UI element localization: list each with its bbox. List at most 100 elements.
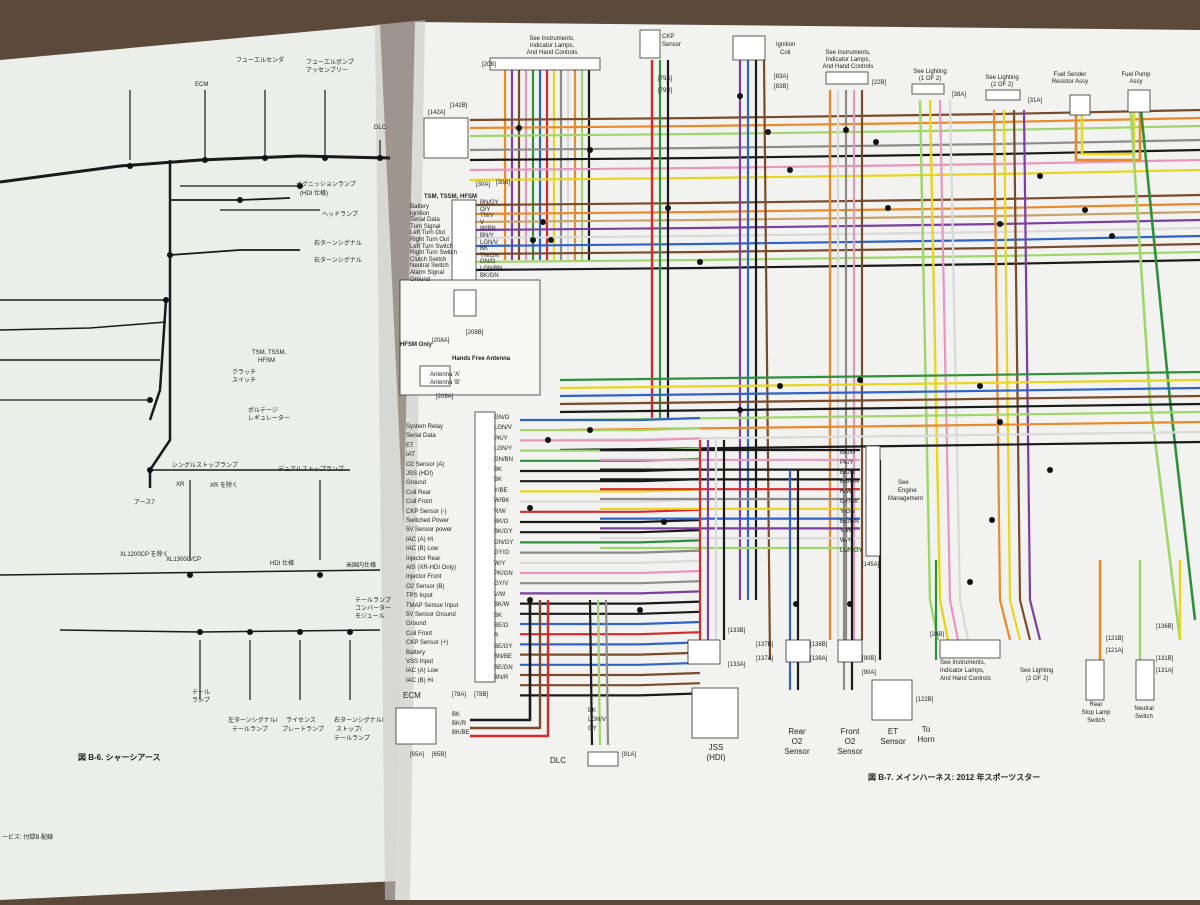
wire-79 [559,370,1200,382]
ecm-pin-label-2: Serial Data [406,433,436,440]
connector-31a-box [985,89,1021,101]
ecm-pin-label-24: CKP Sensor (+) [406,640,449,647]
label-voltage-reg-2: レギュレーター [248,416,290,422]
connector-138a: [138A] [810,656,828,662]
ecm-pin-label-15: Injector Rear [406,555,441,562]
tsm-wire-code-10: GN/O [480,259,496,266]
ckp-sensor-box [639,29,661,59]
label-tail-conv-2: コンバーター [355,606,392,612]
connector-138b: [138B] [810,642,828,648]
label-rear-o2-3: Sensor [784,747,810,756]
label-dlc-right: DLC [550,756,567,765]
wire-109 [520,631,701,636]
ecm-wire-code-11: BK/O [494,519,509,525]
label-instruments-top-1: See Instruments, [529,36,575,42]
label-lighting-1-2: (1 OF 2) [918,76,942,82]
splice-dot-24 [737,407,743,413]
connector-131a: [131A] [1156,668,1174,674]
splice-dot-6 [665,205,671,211]
label-tail-lamp-2: ランプ [192,698,210,704]
label-ignition-coil-1: Ignition [776,42,796,48]
splice-dot-50 [377,155,383,161]
label-clutch-1: クラッチ [232,370,257,376]
splice-dot-15 [1082,207,1088,213]
ecm-pin-label-10: CKP Sensor (-) [406,508,447,515]
fuel-sender-box [1069,94,1091,116]
label-tsm: TSM, TSSM, [252,350,287,356]
antenna-box [419,365,451,387]
ecm-side-wire-code-3: BK/BE [452,730,470,736]
wire-41 [469,124,1200,138]
ecm-wire-code-18: V/W [494,591,506,598]
label-ignition-coil-2: Coil [780,50,791,56]
label-rear-stop-1: Rear [1089,702,1103,708]
label-fuel-pump-left-2: アッセンブリー [306,68,348,74]
tsm-pin-label-9: Clutch Switch [410,256,447,263]
wire-54 [469,258,1200,272]
connector-136b: [136B] [1156,624,1174,630]
et-sensor-box [871,679,913,721]
connector-137a: [137A] [756,656,774,662]
label-rear-stop-3: Switch [1087,718,1105,724]
ecm-wire-code-26: BN/R [494,675,509,681]
tsm-wire-code-6: BN/Y [480,233,495,239]
ecm-wire-code-12: BK/GY [494,529,513,536]
splice-dot-3 [530,237,536,243]
wire-101 [520,549,701,554]
ecm-wire-code-9: W/BK [494,498,510,505]
connector-131b: [131B] [1156,656,1174,662]
tsm-wire-code-12: BK/GN [480,272,499,279]
ecm-pin-label-21: 5V Sensor Ground [406,612,456,618]
label-left-turn-1: 左ターンシグナル/ [228,718,278,724]
label-single-stop: シングルストップランプ [172,463,238,469]
tsm-pin-label-6: Right Turn Out [410,237,450,243]
right-page [395,22,1200,900]
wire-89 [520,427,701,432]
label-rear-o2-1: Rear [788,727,806,736]
connector-65b: [65B] [432,752,447,758]
connector-208-box [453,289,477,317]
wire-44 [469,158,1200,172]
label-fuel-sender-left: フューエルセンダ [236,58,285,64]
dlc-connector-box [587,751,619,767]
tsm-pin-label-12: Ground [410,276,431,283]
connector-24b: [24B] [930,632,945,638]
wire-108 [520,620,701,626]
ecm-pin-label-9: Coil Front [406,499,433,506]
connector-133a: [133A] [728,662,746,668]
label-tail-lamp-1: テール [192,690,211,696]
connector-90b: [90B] [862,656,877,662]
wire-75 [1074,110,1142,162]
connector-79a: [79A] [658,76,673,82]
wire-43 [469,148,1200,162]
ecm-pin-label-18: O2 Sensor (B) [406,583,445,590]
wire-5 [169,249,300,256]
splice-dot-12 [873,139,879,145]
label-ignition-lamp-sub: (HDI 仕様) [300,191,328,197]
dlc-wire-code-1: BK [588,708,597,714]
label-license-2: プレートランプ [282,727,324,733]
wire-137 [470,600,542,730]
connector-83b: [83B] [774,84,789,90]
label-lighting-1-1: See Lighting [913,69,947,75]
splice-dot-48 [262,155,268,161]
tsm-pin-label-5: Left Turn Out [410,230,446,237]
right-figure-caption: 図 B-7. メインハーネス: 2012 年スポーツスター [868,773,1041,782]
splice-dot-41 [317,572,323,578]
splice-dot-22 [637,607,643,613]
splice-dot-1 [516,125,522,131]
splice-dot-25 [777,383,783,389]
label-instruments-bot-3: And Hand Controls [940,676,991,682]
see-engine-wire-code-6: GY/BK [840,499,859,505]
ecm-pin-label-22: Ground [406,621,427,628]
wire-138 [470,600,550,738]
connector-142a: [142A] [428,110,446,116]
label-ckp-1: CKP [662,34,675,40]
wire-77 [1128,99,1182,641]
wire-111 [520,651,701,656]
ecm-wire-code-13: GN/GY [494,539,514,546]
ecm-pin-label-4: IAT [406,452,415,459]
splice-dot-32 [793,601,799,607]
label-antenna-a: Antenna 'A' [430,372,461,378]
label-headlamp: ヘッドランプ [322,212,358,218]
